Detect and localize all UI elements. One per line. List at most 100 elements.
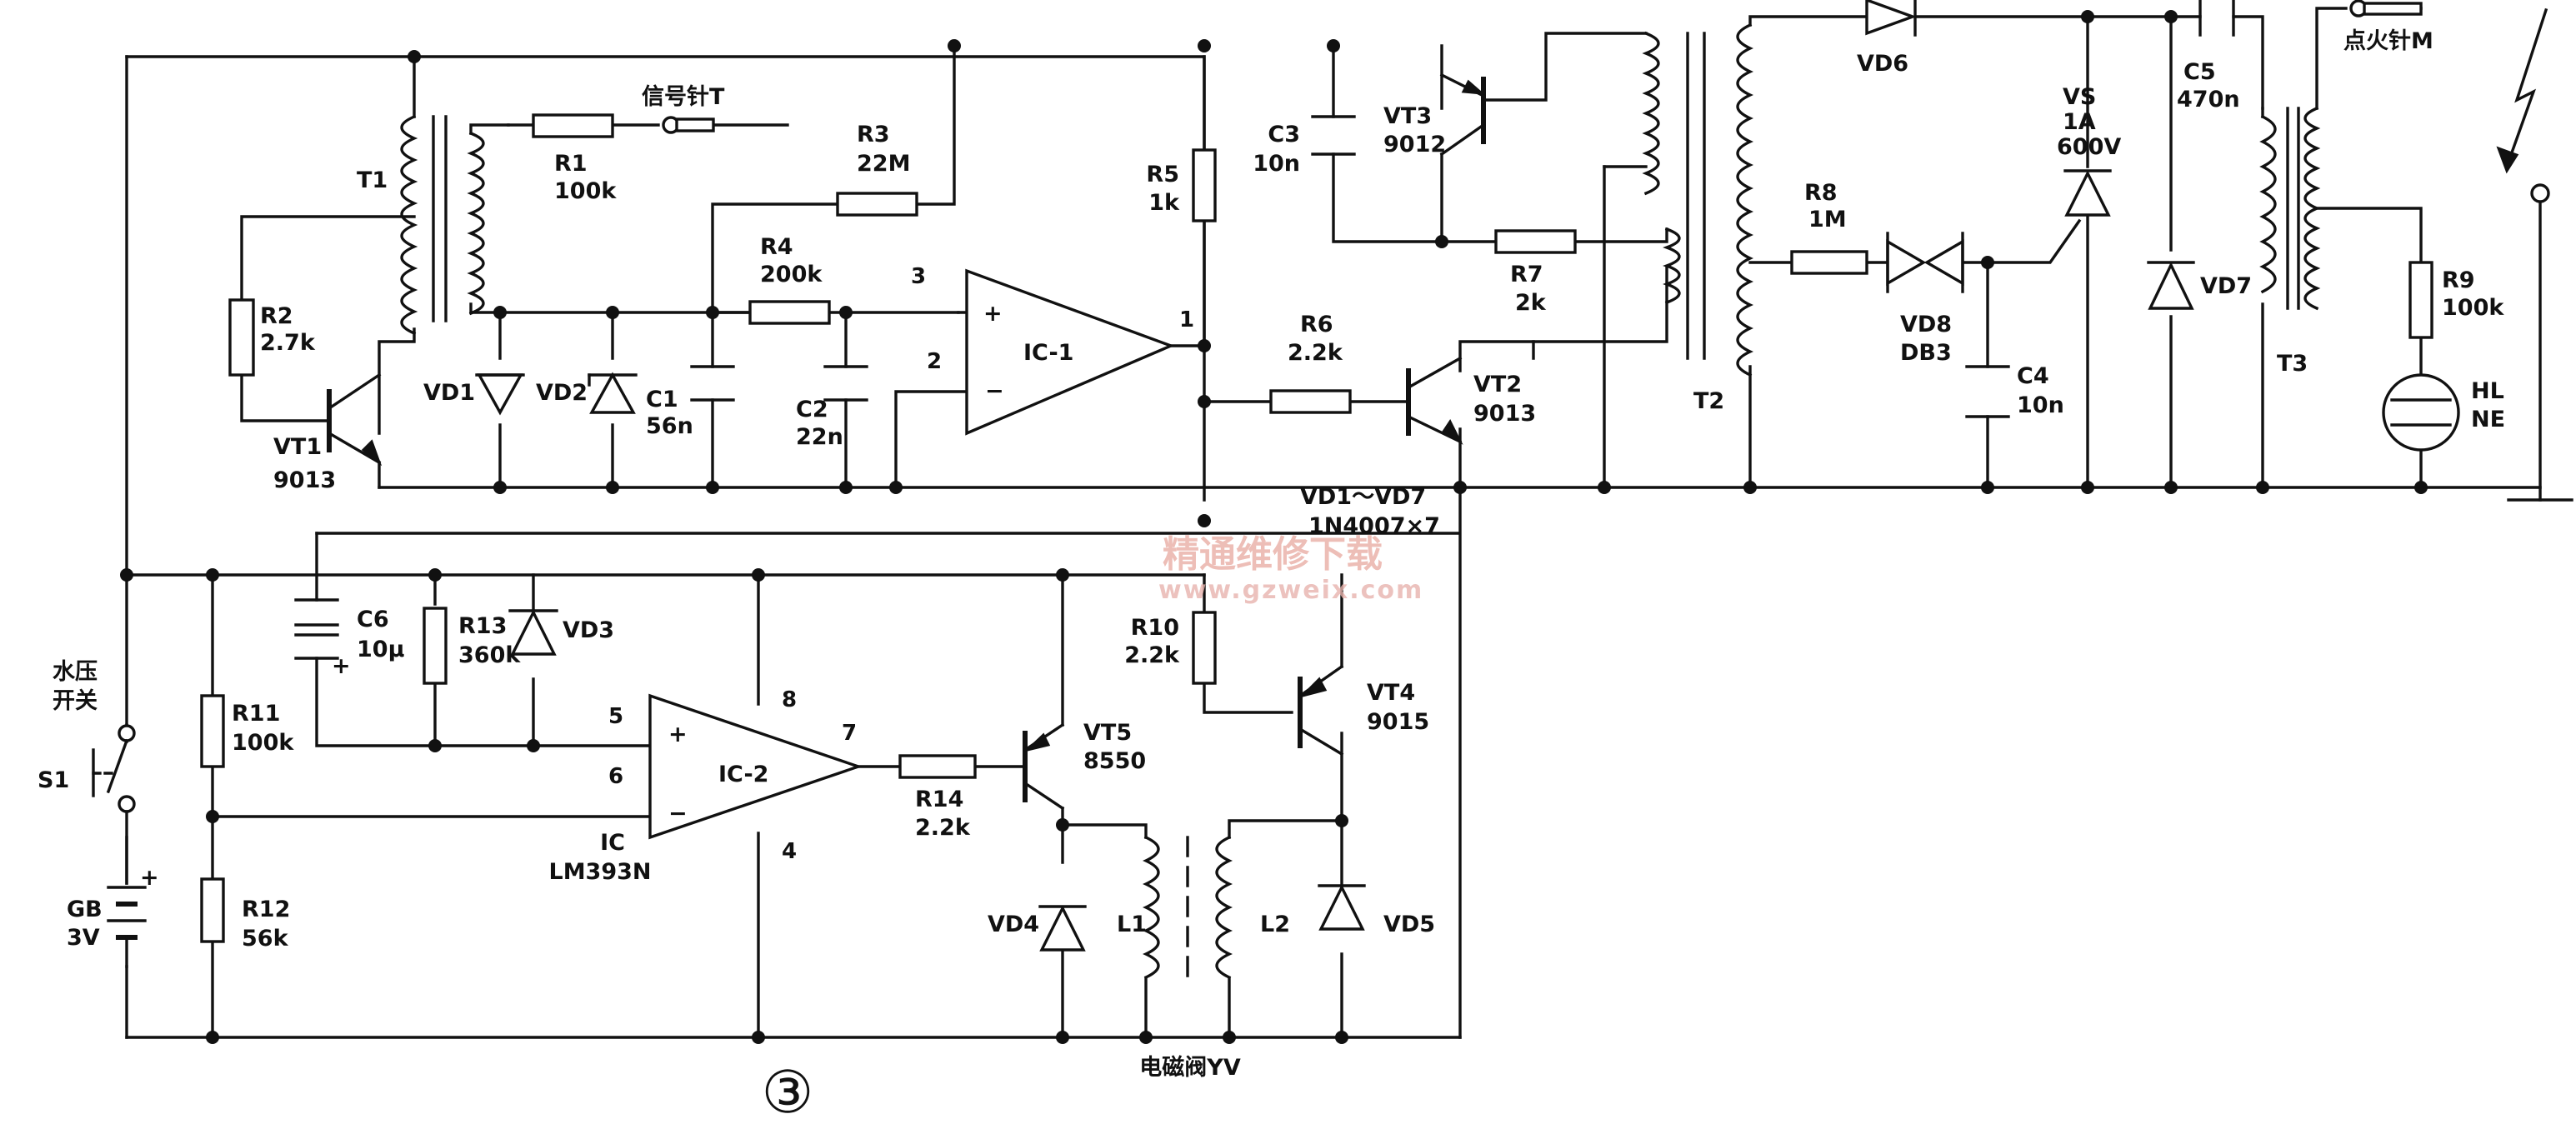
vd5-label: VD5 — [1383, 912, 1435, 937]
resistor-r7: R7 2k — [1494, 229, 1577, 316]
c6-plus: + — [332, 653, 351, 679]
c4-value: 10n — [2017, 392, 2064, 418]
vt1-type: 9013 — [273, 467, 336, 493]
r2-ref: R2 — [260, 303, 293, 329]
r11-value: 100k — [232, 730, 294, 756]
r3-ref: R3 — [857, 122, 890, 147]
ic2-pin5: 5 — [608, 704, 623, 729]
r12-value: 56k — [242, 926, 289, 952]
figure-number: ③ — [762, 1058, 814, 1127]
resistor-r8: R8 1M — [1790, 180, 1868, 275]
opamp-ic1: + − IC-1 3 2 1 — [911, 264, 1194, 436]
c4-ref: C4 — [2017, 363, 2049, 389]
r5-value: 1k — [1148, 190, 1180, 216]
r14-ref: R14 — [915, 787, 963, 812]
diode-vd7: VD7 — [2147, 261, 2252, 310]
ic2-pin7: 7 — [842, 721, 857, 746]
t2-label: T2 — [1693, 388, 1724, 414]
diode-vd1: VD1 — [423, 373, 525, 416]
signal-probe-t: 信号针T — [642, 84, 725, 134]
vd2-label: VD2 — [536, 380, 588, 406]
vt4-type: 9015 — [1367, 709, 1429, 735]
r6-ref: R6 — [1300, 312, 1333, 337]
solenoid-valve-label: 电磁阀YV — [1139, 1055, 1241, 1081]
water-pressure-switch-s1: 水压 开关 S1 — [38, 659, 136, 813]
diode-vd2: VD2 — [536, 372, 638, 414]
r4-value: 200k — [760, 262, 823, 287]
ignition-probe-m: 点火针M — [2343, 0, 2550, 203]
c2-ref: C2 — [796, 397, 828, 422]
diode-vd3: VD3 — [508, 609, 614, 656]
diode-note-line1: VD1～VD7 — [1300, 484, 1426, 510]
vd6-label: VD6 — [1857, 51, 1908, 77]
ignition-probe-label: 点火针M — [2343, 28, 2433, 54]
r10-value: 2.2k — [1124, 642, 1180, 668]
watermark-brand: 精通维修下载 — [1163, 533, 1383, 576]
vt3-ref: VT3 — [1383, 103, 1432, 129]
r3-value: 22M — [857, 151, 910, 177]
resistor-r9: R9 100k — [2408, 261, 2504, 339]
c3-value: 10n — [1253, 151, 1300, 177]
diode-vd4: VD4 — [988, 905, 1087, 952]
vt2-ref: VT2 — [1473, 372, 1522, 397]
wiring — [125, 7, 2573, 1039]
r7-value: 2k — [1515, 290, 1547, 316]
opamp-ic2: + − IC-2 5 6 7 8 4 IC LM393N — [548, 687, 863, 885]
ic2-plus-sign: + — [668, 722, 688, 747]
ic2-part: LM393N — [548, 859, 651, 885]
t3-label: T3 — [2277, 351, 2308, 377]
resistor-r11: R11 100k — [200, 694, 294, 768]
resistor-r14: R14 2.2k — [898, 754, 977, 841]
vd3-label: VD3 — [563, 617, 614, 643]
r8-ref: R8 — [1804, 180, 1838, 206]
capacitor-c1: C1 56n — [646, 365, 735, 439]
resistor-r6: R6 2.2k — [1269, 312, 1352, 414]
r11-ref: R11 — [232, 701, 280, 727]
junction-dots — [120, 10, 2428, 1044]
l1-label: L1 — [1117, 912, 1147, 937]
r12-ref: R12 — [242, 897, 290, 922]
c5-ref: C5 — [2183, 59, 2216, 85]
transistor-vt5: VT5 8550 — [1023, 720, 1146, 811]
transistor-vt4: VT4 9015 — [1298, 664, 1429, 757]
c3-ref: C3 — [1268, 122, 1300, 147]
battery-ref: GB — [67, 897, 103, 922]
vd1-label: VD1 — [423, 380, 475, 406]
c5-value: 470n — [2177, 87, 2240, 112]
ic2-ref: IC — [600, 830, 625, 856]
vd8-type: DB3 — [1900, 340, 1952, 366]
resistor-r2: R2 2.7k — [228, 298, 316, 377]
neon-lamp-hl: HL NE — [2382, 373, 2505, 452]
resistor-r3: R3 22M — [836, 122, 918, 217]
capacitor-c6: + C6 10μ — [294, 598, 405, 679]
signal-probe-label: 信号针T — [642, 84, 725, 110]
vs-current: 1A — [2063, 109, 2096, 135]
c1-ref: C1 — [646, 387, 678, 412]
capacitor-c4: C4 10n — [1965, 363, 2064, 418]
switch-label-line2: 开关 — [53, 688, 98, 714]
resistor-r13: R13 360k — [423, 607, 521, 685]
vd7-label: VD7 — [2200, 273, 2252, 299]
solenoid-coils: L1 L2 电磁阀YV — [1117, 835, 1290, 1081]
vt4-ref: VT4 — [1367, 680, 1415, 706]
transistor-vt2: VT2 9013 — [1406, 356, 1536, 445]
r5-ref: R5 — [1146, 162, 1179, 187]
battery-value: 3V — [67, 925, 100, 951]
battery-plus: + — [140, 865, 159, 891]
r10-ref: R10 — [1131, 615, 1179, 641]
ic2-minus-sign: − — [668, 801, 688, 827]
vt5-type: 8550 — [1083, 748, 1146, 774]
l2-label: L2 — [1260, 912, 1290, 937]
transformer-t3: T3 — [2259, 106, 2321, 377]
thyristor-vs: VS 1A 600V — [2057, 84, 2121, 217]
transformer-t1: T1 — [357, 114, 485, 336]
capacitor-c2: C2 22n — [796, 365, 868, 450]
switch-ref: S1 — [38, 767, 69, 793]
c2-value: 22n — [796, 424, 843, 450]
vd4-label: VD4 — [988, 912, 1039, 937]
ic2-pin6: 6 — [608, 764, 623, 789]
r13-ref: R13 — [458, 613, 507, 639]
t1-label: T1 — [357, 167, 388, 193]
